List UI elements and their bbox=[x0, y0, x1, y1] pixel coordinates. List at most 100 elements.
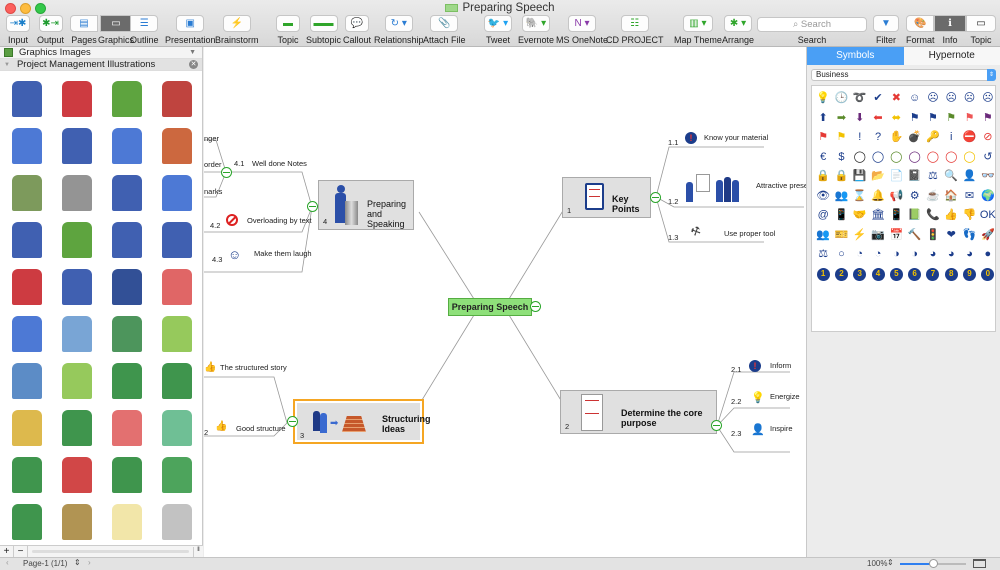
symbol-84-icon[interactable]: ◔ bbox=[874, 248, 882, 261]
symbol-18-icon[interactable]: ⚑ bbox=[946, 111, 957, 124]
symbol-94-icon[interactable]: 4 bbox=[871, 267, 885, 281]
topic-core-purpose[interactable]: Determine the core purpose 2 bbox=[560, 390, 717, 434]
symbol-78-icon[interactable]: ❤ bbox=[946, 228, 956, 241]
symbol-43-icon[interactable]: 💾 bbox=[852, 170, 867, 183]
symbol-61-icon[interactable]: @ bbox=[817, 209, 829, 222]
symbol-82-icon[interactable]: ○ bbox=[838, 248, 845, 261]
graphic-gantt-chart[interactable] bbox=[52, 404, 102, 451]
graphic-checklist[interactable] bbox=[102, 263, 152, 310]
zoom-slider[interactable] bbox=[900, 559, 966, 568]
symbol-74-icon[interactable]: 📷 bbox=[871, 228, 885, 241]
graphic-money[interactable] bbox=[2, 169, 52, 216]
symbol-70-icon[interactable]: OK bbox=[979, 209, 996, 222]
graphics-button[interactable]: ▭Graphics bbox=[98, 15, 134, 45]
ms-onenote-button[interactable]: N ▾MS OneNote bbox=[556, 15, 608, 45]
symbol-2-icon[interactable]: 🕒 bbox=[834, 92, 849, 105]
graphic-contract[interactable] bbox=[152, 498, 202, 545]
symbol-48-icon[interactable]: 🔍 bbox=[944, 170, 959, 183]
topic-4-collapse-toggle[interactable] bbox=[307, 201, 318, 212]
symbol-4-icon[interactable]: ✔ bbox=[873, 92, 883, 105]
symbol-100-icon[interactable]: 0 bbox=[981, 267, 995, 281]
symbol-category-select[interactable]: Business⇕ bbox=[811, 69, 996, 81]
graphic-interview[interactable] bbox=[152, 216, 202, 263]
symbol-22-icon[interactable]: ⚑ bbox=[836, 131, 847, 144]
graphic-company-buildings[interactable] bbox=[52, 169, 102, 216]
callout-button[interactable]: 💬Callout bbox=[343, 15, 371, 45]
symbol-12-icon[interactable]: ➡ bbox=[836, 111, 847, 124]
relationship-button[interactable]: ↻ ▾Relationship bbox=[374, 15, 424, 45]
symbol-36-icon[interactable]: ◯ bbox=[908, 150, 921, 163]
symbol-34-icon[interactable]: ◯ bbox=[871, 150, 885, 163]
graphic-analytics[interactable] bbox=[2, 357, 52, 404]
topic-3-collapse-toggle[interactable] bbox=[287, 416, 298, 427]
topic-button[interactable]: ▬Topic bbox=[276, 15, 300, 45]
symbol-49-icon[interactable]: 👤 bbox=[962, 170, 977, 183]
symbol-60-icon[interactable]: 🌍 bbox=[980, 189, 995, 202]
search-input[interactable]: ⌕ Search bbox=[757, 17, 867, 32]
symbol-64-icon[interactable]: 🏛 bbox=[871, 209, 886, 222]
graphic-task-alarm[interactable] bbox=[52, 357, 102, 404]
zoom-window-button[interactable] bbox=[35, 3, 46, 14]
mindmap-canvas[interactable]: Preparing Speech Key Points 1 1.1 ! Know… bbox=[204, 47, 806, 557]
symbol-20-icon[interactable]: ⚑ bbox=[982, 111, 993, 124]
tweet-button[interactable]: 🐦 ▾Tweet bbox=[484, 15, 512, 45]
symbol-63-icon[interactable]: 🤝 bbox=[852, 209, 867, 222]
output-button[interactable]: ✱⇥Output bbox=[37, 15, 64, 45]
tab-hypernote[interactable]: Hypernote bbox=[903, 47, 1000, 65]
symbol-8-icon[interactable]: ☹ bbox=[945, 92, 957, 105]
symbol-44-icon[interactable]: 📂 bbox=[871, 170, 885, 183]
graphic-gantt-stop[interactable] bbox=[102, 404, 152, 451]
symbol-57-icon[interactable]: ☕ bbox=[926, 189, 940, 202]
graphic-repair-person[interactable] bbox=[52, 75, 102, 122]
presentation-button[interactable]: ▣Presentation bbox=[165, 15, 216, 45]
symbol-30-icon[interactable]: ⊘ bbox=[983, 131, 993, 144]
symbol-76-icon[interactable]: 🔨 bbox=[907, 228, 922, 241]
graphic-gantt-clock[interactable] bbox=[2, 451, 52, 498]
symbol-11-icon[interactable]: ⬆ bbox=[818, 111, 828, 124]
graphic-gantt-deadline[interactable] bbox=[52, 451, 102, 498]
symbol-39-icon[interactable]: ◯ bbox=[963, 150, 976, 163]
symbol-99-icon[interactable]: 9 bbox=[963, 267, 977, 281]
symbol-29-icon[interactable]: ⛔ bbox=[962, 131, 977, 144]
next-page-button[interactable]: › bbox=[88, 558, 91, 567]
symbol-53-icon[interactable]: ⌛ bbox=[852, 189, 867, 202]
symbol-46-icon[interactable]: 📓 bbox=[907, 170, 922, 183]
graphic-worker[interactable] bbox=[2, 122, 52, 169]
symbol-50-icon[interactable]: 👓 bbox=[980, 170, 995, 183]
outline-button[interactable]: ☰Outline bbox=[130, 15, 159, 45]
symbol-14-icon[interactable]: ⬅ bbox=[873, 111, 883, 124]
graphic-progress-bar[interactable] bbox=[152, 357, 202, 404]
symbol-56-icon[interactable]: ⚙ bbox=[909, 189, 920, 202]
symbol-95-icon[interactable]: 5 bbox=[889, 267, 903, 281]
symbol-45-icon[interactable]: 📄 bbox=[889, 170, 904, 183]
previous-page-button[interactable]: ‹ bbox=[6, 558, 9, 567]
symbol-40-icon[interactable]: ↺ bbox=[983, 150, 993, 163]
pages-button[interactable]: ▤Pages bbox=[70, 15, 98, 45]
graphic-business-deal[interactable] bbox=[102, 169, 152, 216]
symbol-21-icon[interactable]: ⚑ bbox=[818, 131, 829, 144]
evernote-button[interactable]: 🐘 ▾Evernote bbox=[518, 15, 554, 45]
symbol-33-icon[interactable]: ◯ bbox=[853, 150, 866, 163]
gallery-size-slider[interactable] bbox=[32, 550, 189, 553]
graphic-person-with-sign[interactable] bbox=[52, 263, 102, 310]
graphic-progress-bars[interactable] bbox=[102, 357, 152, 404]
symbol-31-icon[interactable]: € bbox=[820, 150, 827, 163]
symbol-62-icon[interactable]: 📱 bbox=[834, 209, 849, 222]
resize-handle[interactable]: ‖ bbox=[193, 546, 203, 557]
graphic-gantt-progress[interactable] bbox=[102, 451, 152, 498]
symbol-52-icon[interactable]: 👥 bbox=[834, 189, 849, 202]
symbol-38-icon[interactable]: ◯ bbox=[945, 150, 958, 163]
symbol-25-icon[interactable]: ✋ bbox=[889, 131, 904, 144]
category-header[interactable]: ▼Project Management Illustrations✕ bbox=[0, 59, 202, 71]
symbol-3-icon[interactable]: ➰ bbox=[852, 92, 867, 105]
zoom-slider-knob[interactable] bbox=[929, 559, 938, 568]
symbol-9-icon[interactable]: ☹ bbox=[963, 92, 976, 105]
graphic-presentation-team[interactable] bbox=[2, 216, 52, 263]
symbol-90-icon[interactable]: ● bbox=[984, 248, 992, 261]
symbol-58-icon[interactable]: 🏠 bbox=[944, 189, 959, 202]
symbol-13-icon[interactable]: ⬇ bbox=[855, 111, 865, 124]
symbol-41-icon[interactable]: 🔒 bbox=[816, 170, 830, 183]
symbol-1-icon[interactable]: 💡 bbox=[816, 92, 830, 105]
